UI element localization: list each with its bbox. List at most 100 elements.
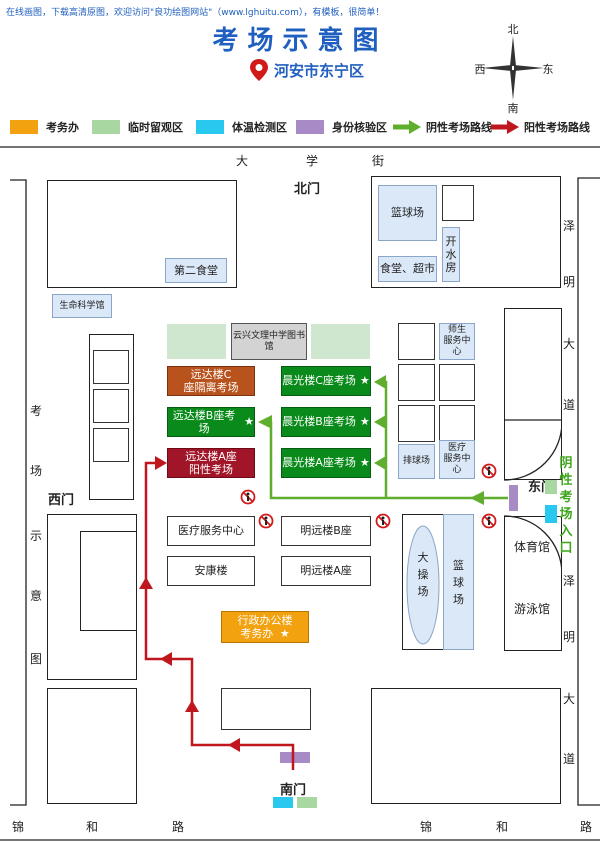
water-room-char-3: 房 [445, 261, 457, 275]
road-label-left-5: 图 [30, 652, 43, 666]
building-pool[interactable]: 游泳馆 [514, 602, 551, 616]
block-east-upper [504, 308, 562, 480]
star-icon: ★ [359, 456, 370, 470]
building-yuanda-b[interactable]: 远达楼B座考场 ★ [167, 407, 255, 437]
entrance-line-2: 考场 [559, 490, 573, 522]
building-yuanda-a[interactable]: 远达楼A座 阳性考场 [167, 448, 255, 478]
negative-route-branch [378, 380, 388, 498]
road-label-right-8: 道 [563, 752, 576, 766]
admin-line-2: 考务办 ★ [240, 627, 289, 640]
building-mingyuan-b[interactable]: 明远楼B座 [281, 516, 371, 546]
building-volleyball[interactable]: 排球场 [398, 444, 435, 479]
basketball-east-char-3: 场 [453, 592, 464, 606]
road-label-left-4: 意 [30, 589, 43, 603]
building-shop[interactable]: 食堂、超市 [378, 256, 437, 282]
legend-label: 体温检测区 [232, 121, 287, 134]
site-notice: 在线画图，下载高清原图，欢迎访问"良功绘图网站"（www.lghuitu.com… [6, 8, 385, 18]
building-ankang[interactable]: 安康楼 [167, 556, 255, 586]
building-chenguang-c[interactable]: 晨光楼C座考场 ★ [281, 366, 371, 396]
teacher-center-line-2: 服务中心 [443, 336, 471, 357]
negative-entrance-label: 阴性 考场 入口 [556, 455, 576, 557]
identity-check-south [280, 752, 310, 763]
road-label-right-7: 大 [563, 692, 576, 706]
road-label-bottom-left-2: 和 [86, 820, 99, 834]
building-yuanda-c[interactable]: 远达楼C 座隔离考场 [167, 366, 255, 396]
star-icon: ★ [244, 415, 254, 429]
road-label-left-3: 示 [30, 529, 43, 543]
dorm-box [93, 350, 129, 384]
east-box [439, 364, 475, 401]
red-arrowhead [228, 738, 240, 752]
red-arrowhead [160, 652, 172, 666]
east-arcs [504, 419, 562, 575]
building-water-room[interactable]: 开 水 房 [442, 227, 460, 282]
building-south-center [221, 688, 311, 730]
road-label-right-1: 泽 [563, 219, 576, 233]
building-admin-office[interactable]: 行政办公楼 考务办 ★ [221, 611, 309, 643]
teacher-center-line-1: 师生 [447, 325, 466, 336]
block-east-lower [504, 516, 562, 651]
east-box [398, 405, 435, 442]
compass-icon: 北 南 西 东 [475, 23, 554, 114]
playground-char-1: 大 [417, 551, 429, 564]
legend-label: 身份核验区 [332, 121, 387, 134]
yuanda-c-line-2: 座隔离考场 [183, 381, 239, 394]
building-basketball-east[interactable]: 篮 球 场 [443, 514, 474, 650]
building-life-science[interactable]: 生命科学馆 [52, 294, 112, 318]
building-teacher-center[interactable]: 师生 服务中心 [439, 323, 475, 360]
building-canteen-2[interactable]: 第二食堂 [165, 258, 227, 283]
temperature-check-south [273, 797, 293, 808]
star-icon: ★ [279, 627, 290, 640]
no-entry-icon [481, 463, 497, 479]
red-arrow-icon [491, 120, 519, 134]
location-label: 河安市东宁区 [274, 62, 365, 80]
playground-oval [406, 525, 440, 645]
road-label-right-3: 大 [563, 337, 576, 351]
medical-east-line-1: 医疗 [447, 443, 466, 454]
building-mingyuan-a[interactable]: 明远楼A座 [281, 556, 371, 586]
building-medical-east[interactable]: 医疗 服务中心 [439, 440, 475, 479]
building-basketball-north[interactable]: 篮球场 [378, 185, 437, 241]
east-box [398, 323, 435, 360]
road-label-right-6: 明 [563, 630, 576, 644]
road-label-right-5: 泽 [563, 574, 576, 588]
legend-item-exam-office: 考务办 [10, 118, 79, 136]
positive-route [144, 461, 295, 770]
basketball-east-char-2: 球 [453, 575, 464, 589]
compass-south: 南 [508, 102, 519, 114]
identity-check-east [509, 485, 518, 511]
block-southeast [371, 688, 561, 804]
gate-west[interactable]: 西门 [48, 493, 75, 508]
observation-east [545, 480, 557, 494]
green-arrowhead [258, 415, 272, 429]
observation-south [297, 797, 317, 808]
east-box [398, 364, 435, 401]
chenguang-a-label: 晨光楼A座考场 [282, 456, 356, 470]
block-west-inner [80, 531, 137, 631]
yuanda-a-line-1: 远达楼A座 [185, 449, 237, 463]
legend-swatch [196, 120, 224, 134]
road-label-bottom-right-1: 锦 [420, 820, 433, 834]
legend-swatch [296, 120, 324, 134]
legend-swatch [10, 120, 38, 134]
legend-label: 考务办 [46, 121, 79, 134]
red-arrowhead [139, 577, 153, 589]
gate-north[interactable]: 北门 [294, 182, 321, 197]
road-label-bottom-right-3: 路 [580, 820, 593, 834]
yuanda-a-line-2: 阳性考场 [189, 463, 233, 476]
no-entry-icon [481, 513, 497, 529]
building-medical-center[interactable]: 医疗服务中心 [167, 516, 255, 546]
compass-north: 北 [508, 23, 519, 36]
playground-char-3: 场 [417, 585, 429, 598]
building-chenguang-a[interactable]: 晨光楼A座考场 ★ [281, 448, 371, 478]
playground-label[interactable]: 大 操 场 [414, 549, 432, 600]
building-chenguang-b[interactable]: 晨光楼B座考场 ★ [281, 407, 371, 437]
dorm-box [93, 389, 129, 423]
building-gym[interactable]: 体育馆 [514, 540, 551, 554]
water-room-char-1: 开 [445, 234, 457, 248]
building-library[interactable]: 云兴文理中学图书馆 [231, 323, 307, 360]
gate-south[interactable]: 南门 [280, 783, 307, 798]
observation-area [311, 324, 370, 359]
